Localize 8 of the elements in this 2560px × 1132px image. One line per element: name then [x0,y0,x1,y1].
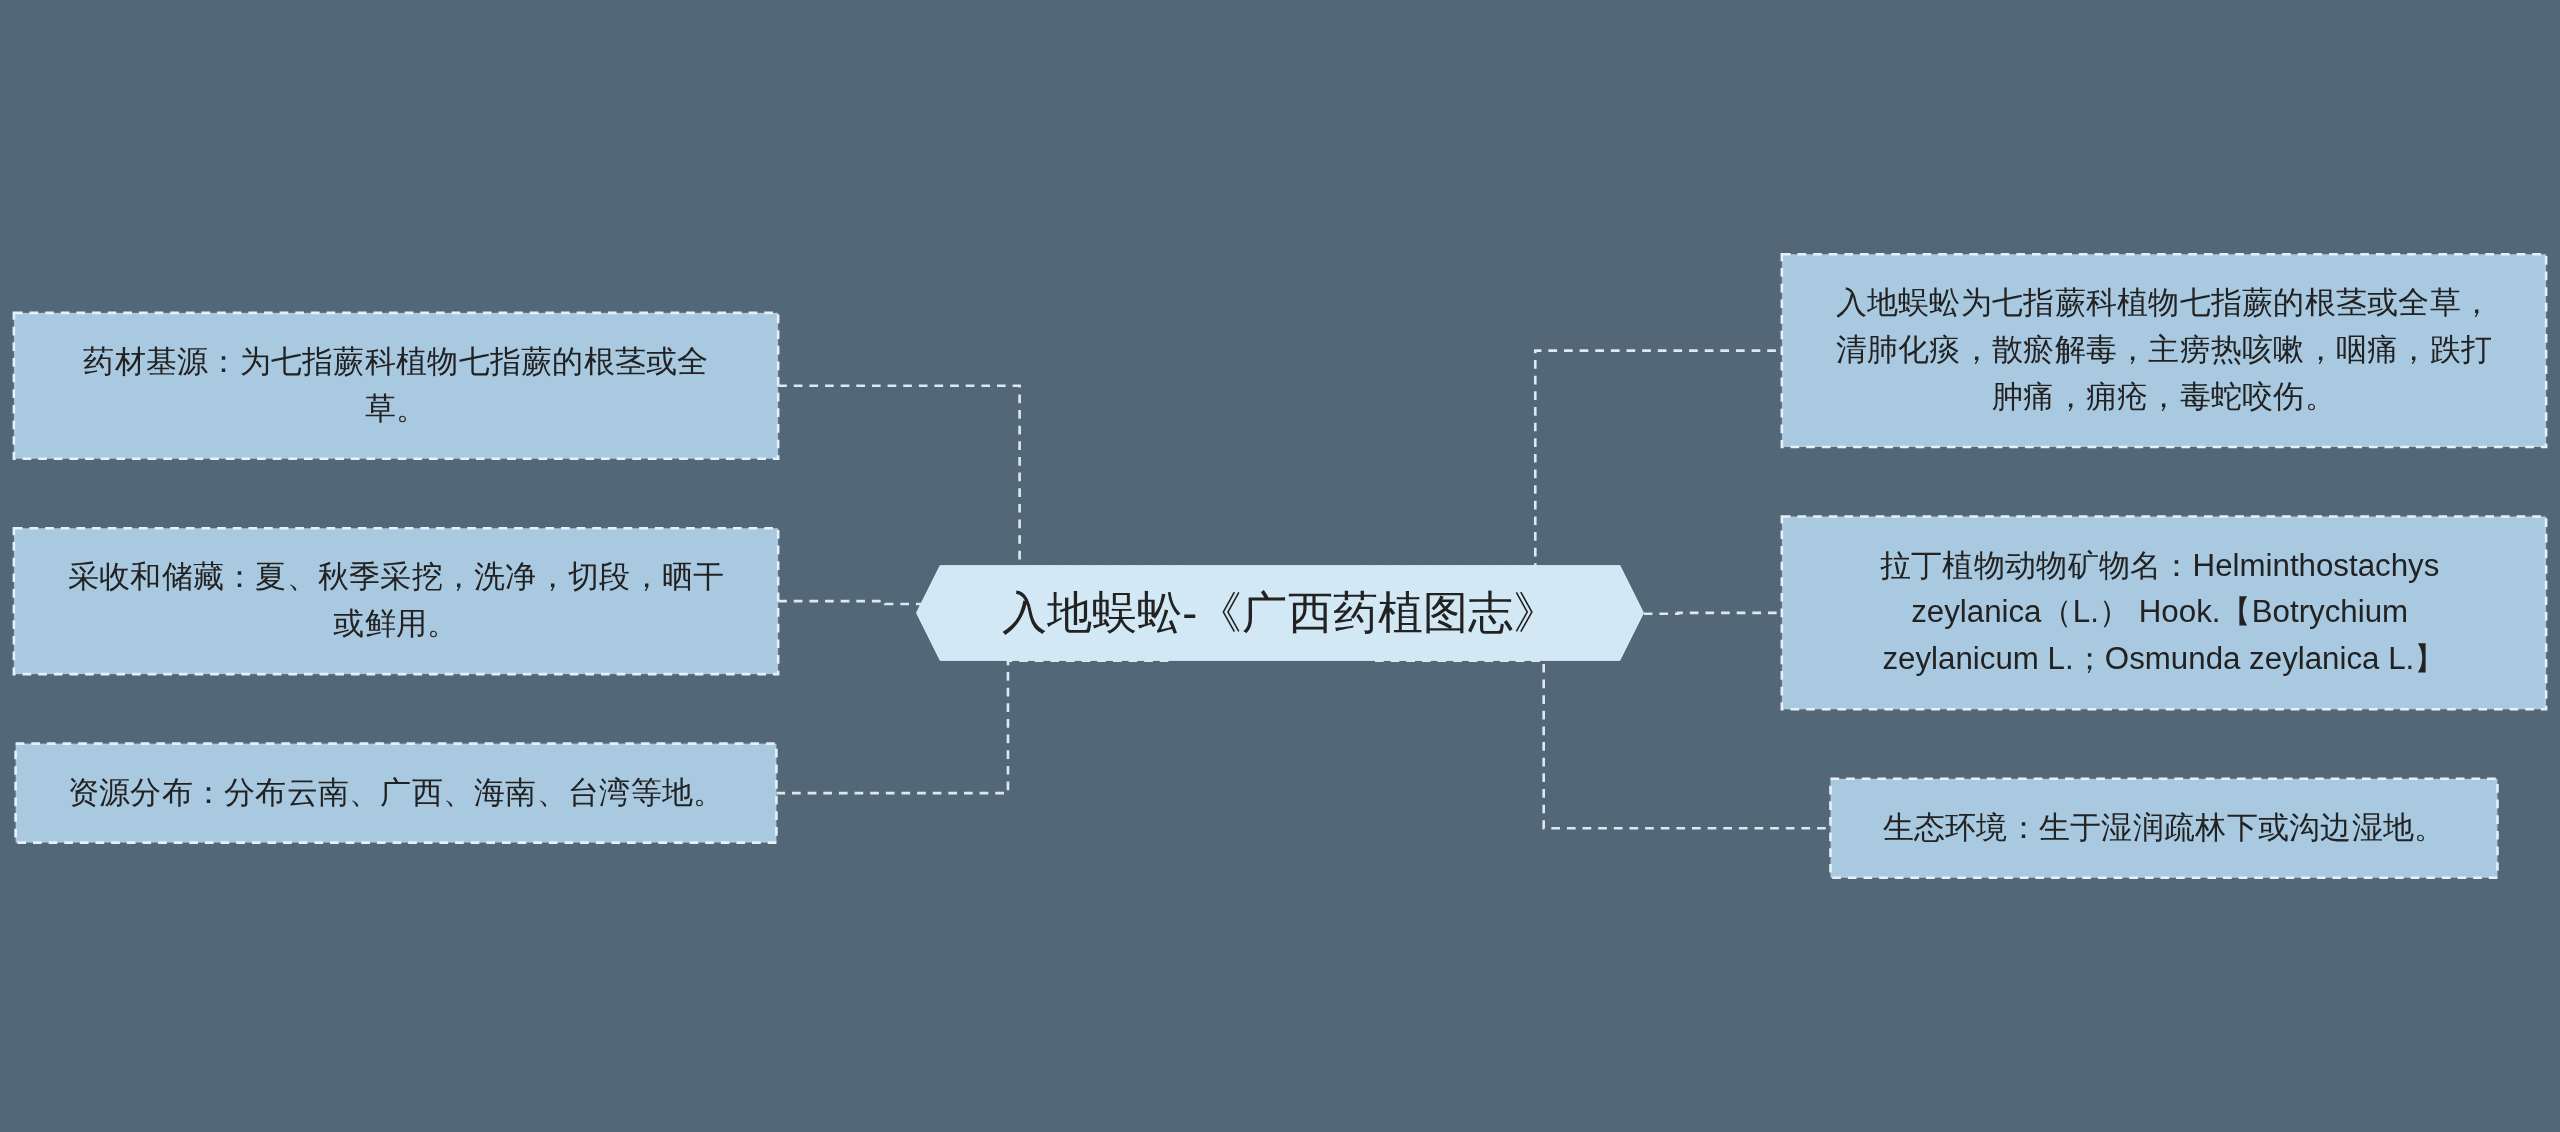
node-box: 采收和储藏：夏、秋季采挖，洗净，切段，晒干或鲜用。 [12,526,780,676]
connector [776,659,1169,795]
node-box: 资源分布：分布云南、广西、海南、台湾等地。 [14,742,778,844]
node-box: 药材基源：为七指蕨科植物七指蕨的根茎或全草。 [12,311,780,461]
node-box: 拉丁植物动物矿物名：Helminthostachys zeylanica（L.） Hook.【Botrychium zeylanicum L.；Osmunda zeylanica L.】 [1780,515,2548,711]
node-box: 生态环境：生于湿润疏林下或沟边湿地。 [1829,777,2499,880]
node-box: 入地蜈蚣为七指蕨科植物七指蕨的根茎或全草，清肺化痰，散瘀解毒，主痨热咳嗽，咽痛，跌打肿痛，痈疮，毒蛇咬伤。 [1780,252,2548,449]
connector [778,599,923,606]
